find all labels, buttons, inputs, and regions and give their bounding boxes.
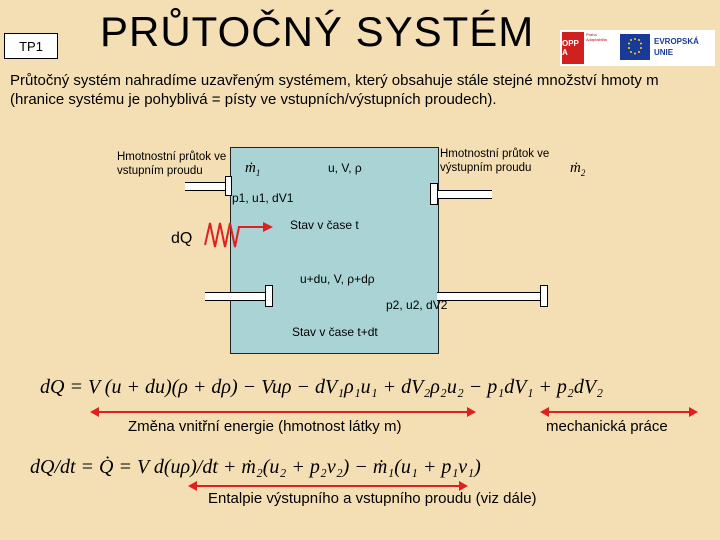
outlet-mass-flow-symbol: ṁ2 — [570, 160, 586, 178]
outlet-state-label: p2, u2, dV2 — [386, 298, 448, 312]
outlet-pipe-bottom — [437, 292, 545, 301]
enthalpy-arrow — [188, 481, 468, 491]
annotation-arrows — [90, 407, 698, 417]
eu-flag-icon — [620, 34, 650, 60]
enthalpy-note: Entalpie výstupního a vstupního proudu (… — [208, 490, 537, 507]
opp-logo: OPP A — [562, 32, 584, 64]
heat-label: dQ — [171, 230, 193, 247]
state-top-label: u, V, ρ — [328, 161, 362, 175]
slide-badge: TP1 — [4, 33, 58, 59]
outlet-pipe-top — [437, 190, 492, 199]
mechanical-work-note: mechanická práce — [546, 418, 668, 435]
heat-input-arrow-icon — [204, 222, 273, 248]
inlet-mass-flow-symbol: ṁ1 — [245, 160, 261, 178]
inlet-piston-t — [225, 176, 232, 196]
internal-energy-note: Změna vnitřní energie (hmotnost látky m) — [128, 418, 402, 435]
inlet-pipe-top — [185, 182, 225, 191]
inlet-piston-tdt — [265, 285, 273, 307]
control-volume — [230, 147, 439, 354]
inlet-pipe-bottom — [205, 292, 265, 301]
time-tdt-label: Stav v čase t+dt — [292, 325, 378, 339]
outlet-label: Hmotnostní průtok ve výstupním proudu — [440, 148, 550, 174]
inlet-state-label: p1, u1, dV1 — [232, 191, 294, 205]
outlet-piston-tdt — [540, 285, 548, 307]
outlet-piston-t — [430, 183, 438, 205]
page-title: PRŮTOČNÝ SYSTÉM — [100, 8, 535, 55]
eu-label: EVROPSKÁ UNIE — [654, 37, 699, 57]
energy-balance-equation: dQ = V (u + du)(ρ + dρ) − Vuρ − dV₁ρ₁u₁ … — [40, 376, 604, 398]
time-t-label: Stav v čase t — [290, 218, 359, 232]
state-bottom-label: u+du, V, ρ+dρ — [300, 272, 375, 286]
opp-logo-text: Praha Adaptabilita — [586, 32, 607, 42]
inlet-label: Hmotnostní průtok ve vstupním proudu — [117, 151, 227, 177]
intro-paragraph: Průtočný systém nahradíme uzavřeným syst… — [10, 72, 659, 108]
rate-equation: dQ/dt = Q̇ = V d(uρ)/dt + ṁ₂(u₂ + p₂v₂) … — [30, 456, 481, 478]
